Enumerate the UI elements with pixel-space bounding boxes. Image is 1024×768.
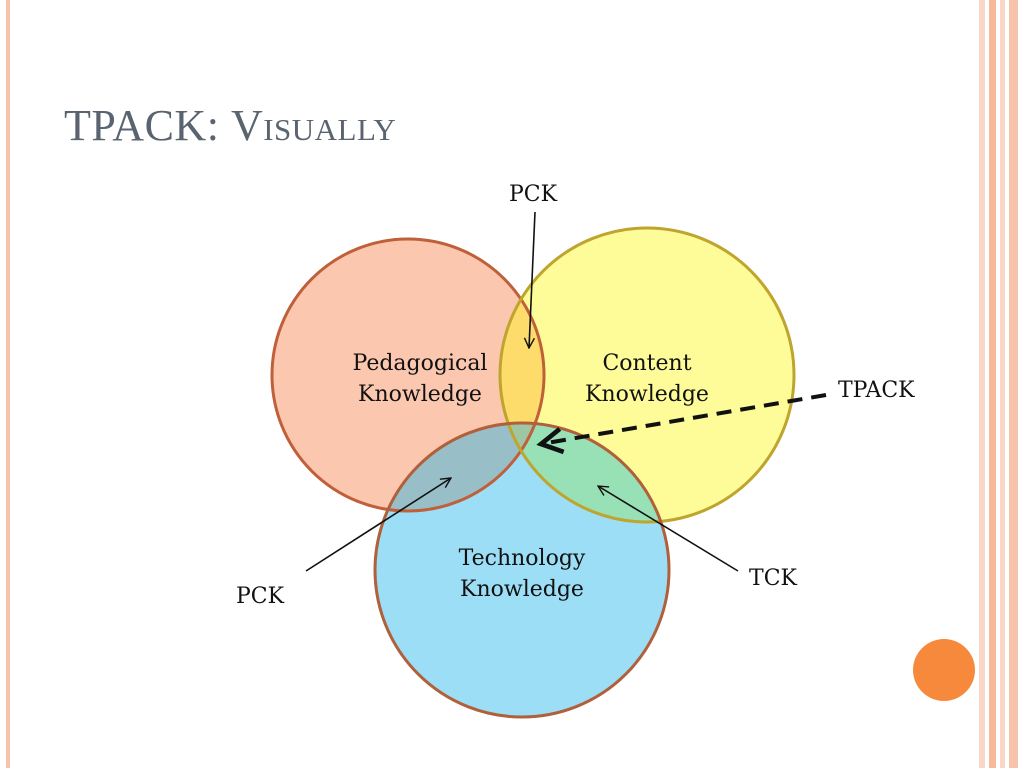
- left-border-stripe: [6, 0, 10, 768]
- content-circle-outline: [498, 226, 796, 524]
- technology-label-line2: Knowledge: [460, 577, 584, 602]
- tck-arrow: [598, 486, 739, 572]
- tpack-label: TPACK: [838, 378, 915, 403]
- pck-top-arrow: [529, 211, 536, 348]
- pedagogical-label-line2: Knowledge: [358, 382, 482, 407]
- title-first: TPACK:: [64, 101, 231, 150]
- right-border-stripe: [1000, 0, 1005, 768]
- content-label-line2: Knowledge: [585, 382, 709, 407]
- pck-bottom-arrow: [305, 478, 451, 572]
- tck-label: TCK: [749, 566, 798, 591]
- pck-bottom-label: PCK: [236, 584, 285, 609]
- right-border-stripe: [989, 0, 996, 768]
- accent-dot: [913, 639, 975, 701]
- title-rest: Visually: [230, 101, 397, 150]
- slide-title: TPACK: Visually: [64, 104, 396, 148]
- tpack-arrow: [541, 393, 827, 444]
- ptk-overlap: [375, 423, 544, 511]
- tck-overlap: [500, 423, 669, 522]
- right-border-stripe: [1009, 0, 1018, 768]
- pedagogical-circle-outline: [270, 237, 546, 513]
- right-border-stripe: [979, 0, 985, 768]
- technology-circle-outline: [373, 421, 671, 719]
- pck-top-label: PCK: [509, 182, 558, 207]
- content-label-line1: Content: [602, 351, 691, 376]
- pedagogical-label-line1: Pedagogical: [353, 351, 488, 376]
- technology-label-line1: Technology: [459, 546, 586, 571]
